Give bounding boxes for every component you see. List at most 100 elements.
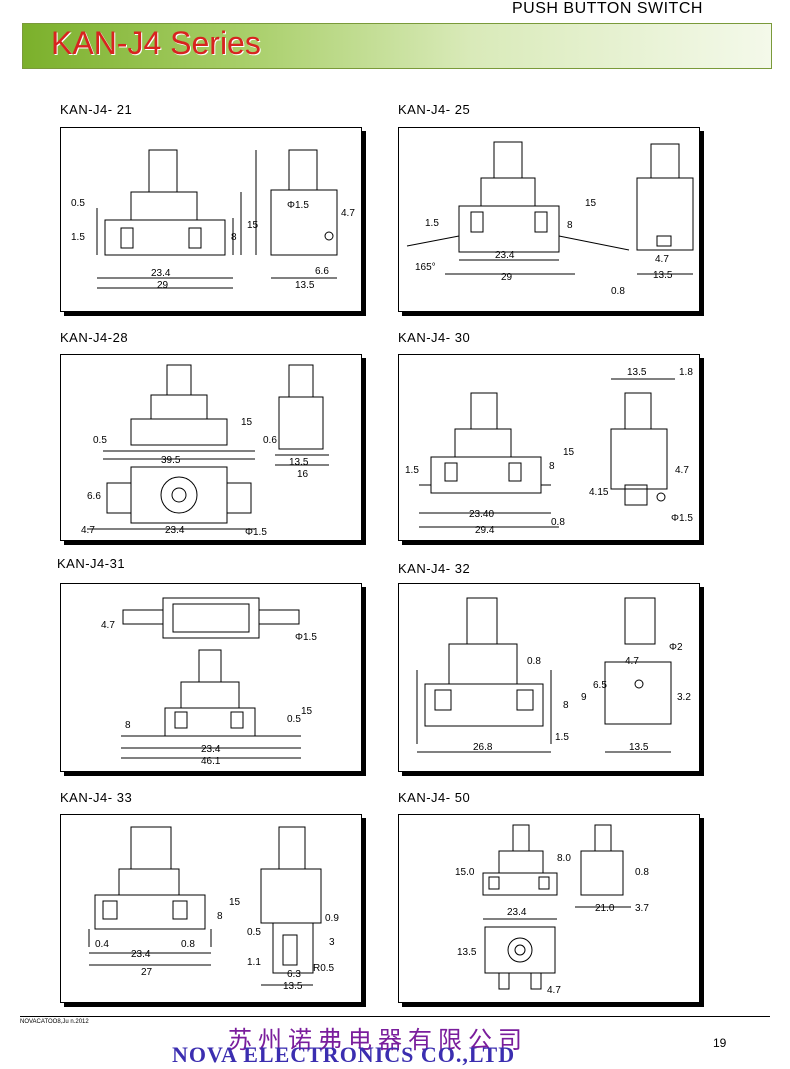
- dimension-label: 3.7: [635, 903, 649, 914]
- dimension-label: 29: [501, 272, 513, 283]
- dimension-label: 4.7: [81, 525, 95, 536]
- model-label: KAN-J4- 25: [398, 102, 471, 117]
- dimension-label: 23.4: [131, 949, 151, 960]
- dimension-label: 13.5: [653, 270, 673, 281]
- series-banner: KAN-J4 Series: [22, 23, 772, 69]
- dimension-label: 0.9: [325, 913, 339, 924]
- dimension-label: 4.7: [655, 254, 669, 265]
- technical-drawing: 0.5 1.5 23.4 29 8 15 Φ1.5 4.7 6.6 13.5: [71, 149, 355, 291]
- drawing-panel-kan-j4-21: 0.5 1.5 23.4 29 8 15 Φ1.5 4.7 6.6 13.5: [60, 127, 362, 312]
- drawing-panel-kan-j4-25: 1.5 165° 23.4 29 8 15 0.8 4.7 13.5: [398, 127, 700, 312]
- dimension-label: 4.7: [625, 656, 639, 667]
- dimension-label: 8: [563, 700, 569, 711]
- drawing-panel-kan-j4-33: 0.4 23.4 0.8 27 8 15 0.9 3 0.5 1.1 6.3 R…: [60, 814, 362, 1003]
- drawing-panel-kan-j4-50: 15.0 8.0 0.8 21.0 3.7 23.4 13.5 4.7: [398, 814, 700, 1003]
- drawing-panel-kan-j4-31: 4.7 Φ1.5 8 23.4 46.1 0.5 15: [60, 583, 362, 772]
- dimension-label: 13.5: [295, 280, 315, 291]
- dimension-label: 15: [229, 897, 241, 908]
- dimension-label: 8: [125, 720, 131, 731]
- dimension-label: 1.5: [425, 218, 439, 229]
- dimension-label: 15: [241, 417, 253, 428]
- dimension-label: 26.8: [473, 742, 493, 753]
- dimension-label: 6.6: [87, 491, 101, 502]
- dimension-label: Φ1.5: [671, 513, 693, 524]
- model-label: KAN-J4- 30: [398, 330, 471, 345]
- dimension-label: 1.5: [405, 465, 419, 476]
- dimension-label: Φ2: [669, 642, 683, 653]
- dimension-label: 9: [581, 692, 587, 703]
- dimension-label: 23.4: [151, 268, 171, 279]
- dimension-label: 29.4: [475, 525, 495, 536]
- technical-drawing: 4.7 Φ1.5 8 23.4 46.1 0.5 15: [101, 597, 317, 767]
- dimension-label: 23.40: [469, 509, 494, 520]
- series-title: KAN-J4 Series: [51, 25, 261, 61]
- dimension-label: 0.5: [93, 435, 107, 446]
- dimension-label: 15: [301, 706, 313, 717]
- dimension-label: 6.6: [315, 266, 329, 277]
- dimension-label: Φ1.5: [245, 527, 267, 538]
- dimension-label: 0.5: [287, 714, 301, 725]
- model-label: KAN-J4- 33: [60, 790, 133, 805]
- dimension-label: 13.5: [283, 981, 303, 992]
- page-number: 19: [713, 1036, 727, 1050]
- dimension-label: 4.7: [101, 620, 115, 631]
- dimension-label: 8: [549, 461, 555, 472]
- dimension-label: 15.0: [455, 867, 475, 878]
- dimension-label: 13.5: [627, 367, 647, 378]
- dimension-label: 8: [231, 232, 237, 243]
- dimension-label: 27: [141, 967, 153, 978]
- drawing-panel-kan-j4-28: 0.5 39.5 15 0.6 13.5 16 6.6 4.7 23.4 Φ1.…: [60, 354, 362, 541]
- technical-drawing: 15.0 8.0 0.8 21.0 3.7 23.4 13.5 4.7: [455, 824, 649, 996]
- dimension-label: 0.8: [527, 656, 541, 667]
- dimension-label: 8.0: [557, 853, 571, 864]
- dimension-label: 4.15: [589, 487, 609, 498]
- dimension-label: 0.8: [635, 867, 649, 878]
- dimension-label: 0.8: [551, 517, 565, 528]
- model-label: KAN-J4- 32: [398, 561, 471, 576]
- dimension-label: 165°: [415, 262, 436, 273]
- dimension-label: 29: [157, 280, 169, 291]
- technical-drawing: 0.5 39.5 15 0.6 13.5 16 6.6 4.7 23.4 Φ1.…: [81, 364, 329, 538]
- dimension-label: 23.4: [507, 907, 527, 918]
- dimension-label: 46.1: [201, 756, 221, 767]
- dimension-label: 0.6: [263, 435, 277, 446]
- drawing-panel-kan-j4-32: 0.8 8 1.5 26.8 4.7 Φ2 9 6.5 3.2 13.5: [398, 583, 700, 772]
- technical-drawing: 1.5 23.40 29.4 8 15 0.8 13.5 1.8 4.15 4.…: [405, 367, 693, 536]
- dimension-label: 13.5: [629, 742, 649, 753]
- company-name-chinese: 苏州诺弗电器有限公司: [228, 1026, 528, 1054]
- dimension-label: 16: [297, 469, 309, 480]
- dimension-label: 15: [585, 198, 597, 209]
- model-label: KAN-J4- 21: [60, 102, 133, 117]
- dimension-label: 21.0: [595, 903, 615, 914]
- dimension-label: 0.5: [71, 198, 85, 209]
- dimension-label: 6.5: [593, 680, 607, 691]
- catalog-code: NOVACATOO8,Ju n.2012: [20, 1019, 89, 1025]
- dimension-label: 1.5: [71, 232, 85, 243]
- dimension-label: 3.2: [677, 692, 691, 703]
- dimension-label: 4.7: [675, 465, 689, 476]
- dimension-label: 1.8: [679, 367, 693, 378]
- dimension-label: Φ1.5: [287, 200, 309, 211]
- dimension-label: 4.7: [341, 208, 355, 219]
- model-label: KAN-J4-28: [60, 330, 129, 345]
- dimension-label: 15: [247, 220, 259, 231]
- dimension-label: 13.5: [289, 457, 309, 468]
- dimension-label: 23.4: [201, 744, 221, 755]
- dimension-label: 3: [329, 937, 335, 948]
- dimension-label: 6.3: [287, 969, 301, 980]
- dimension-label: 8: [217, 911, 223, 922]
- dimension-label: 0.8: [181, 939, 195, 950]
- dimension-label: 23.4: [495, 250, 515, 261]
- dimension-label: 15: [563, 447, 575, 458]
- dimension-label: 1.1: [247, 957, 261, 968]
- dimension-label: 13.5: [457, 947, 477, 958]
- dimension-label: Φ1.5: [295, 632, 317, 643]
- footer-divider: [20, 1016, 770, 1017]
- product-type-label: PUSH BUTTON SWITCH: [512, 0, 703, 17]
- dimension-label: 1.5: [555, 732, 569, 743]
- dimension-label: 0.8: [611, 286, 625, 297]
- company-name-english: NOVA ELECTRONICS CO.,LTD: [172, 1042, 516, 1067]
- drawing-panel-kan-j4-30: 1.5 23.40 29.4 8 15 0.8 13.5 1.8 4.15 4.…: [398, 354, 700, 541]
- dimension-label: 39.5: [161, 455, 181, 466]
- dimension-label: 4.7: [547, 985, 561, 996]
